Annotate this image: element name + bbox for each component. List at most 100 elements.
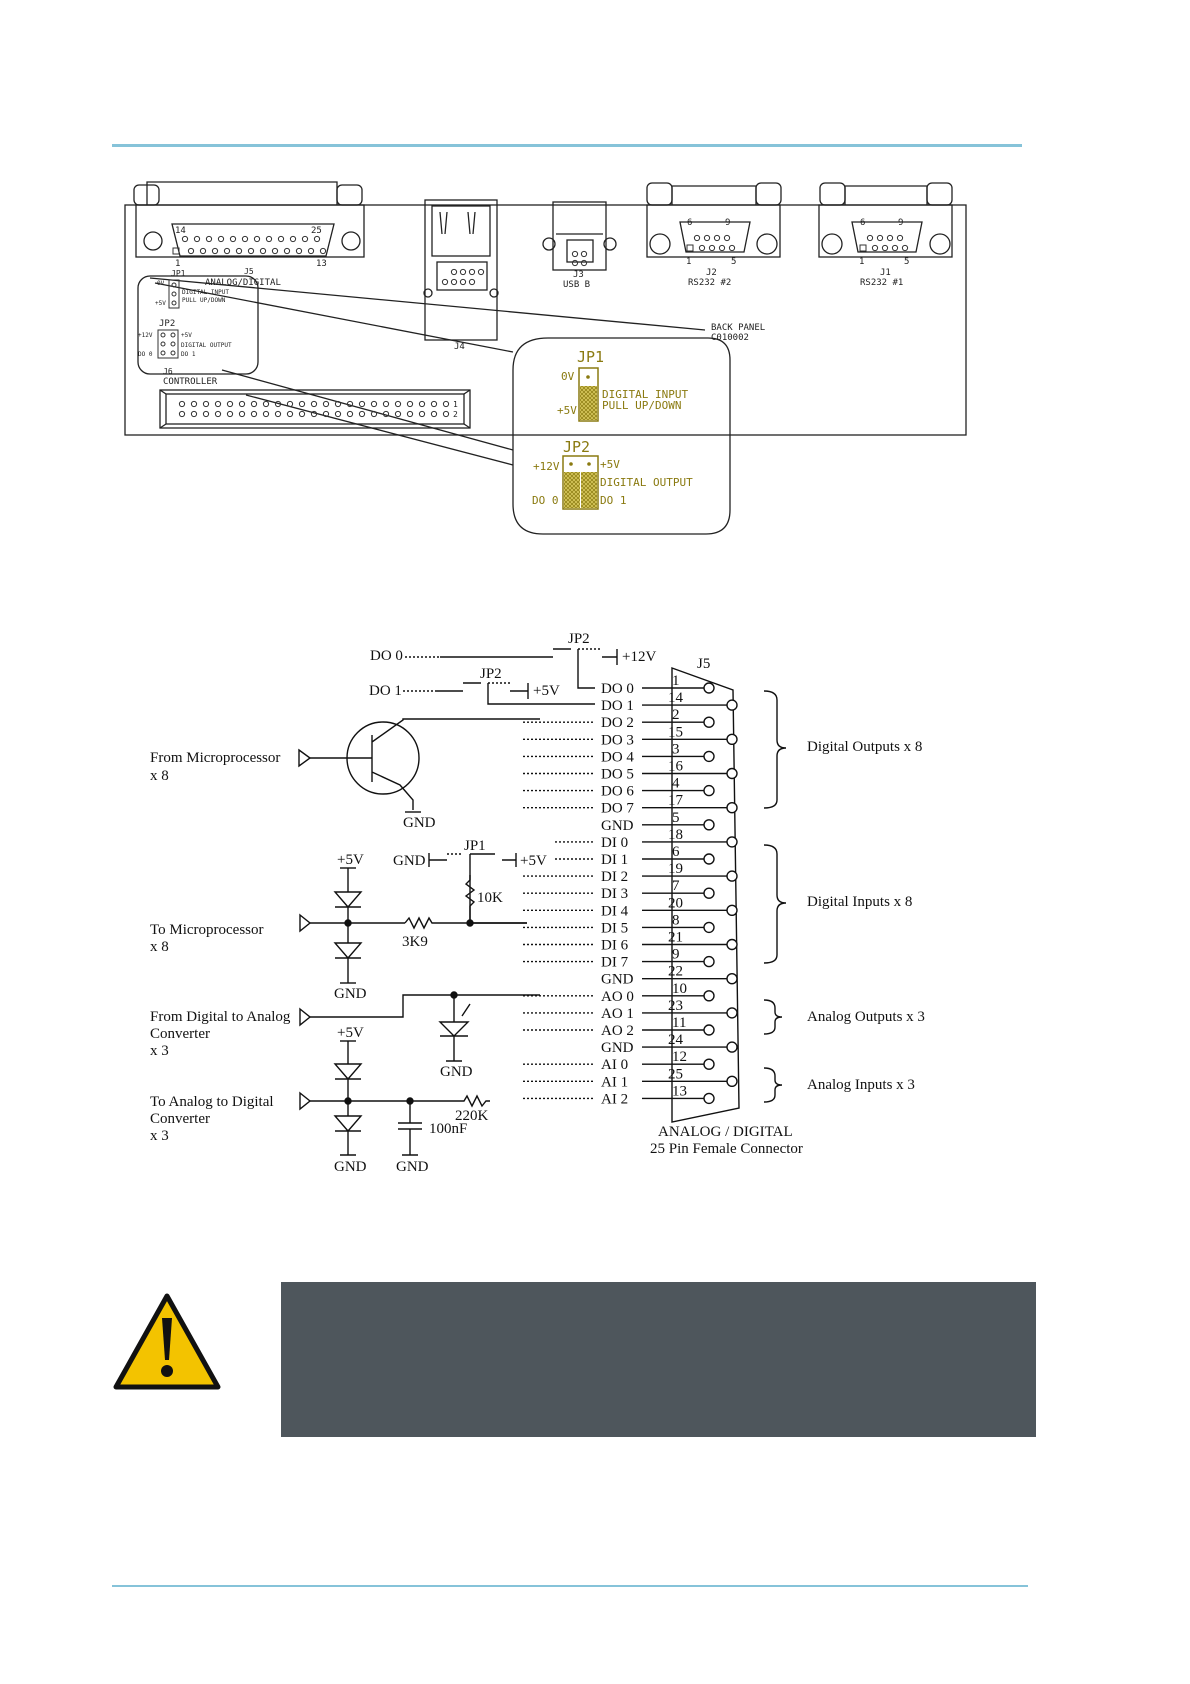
zoom-do1-label: DO 1 [600, 494, 627, 507]
plus5v-jp2-label: +5V [533, 683, 560, 699]
digital-outputs-label: Digital Outputs x 8 [807, 739, 922, 755]
signal-label: AI 1 [601, 1074, 628, 1090]
pin-terminal [703, 1058, 715, 1070]
pin-terminal [703, 784, 715, 797]
pin-number: 6 [672, 844, 680, 860]
zoom-5v-jp2-label: +5V [600, 458, 620, 471]
signal-label: AI 2 [601, 1091, 628, 1107]
j1-pin-5: 5 [904, 257, 909, 267]
pin-terminal [726, 733, 738, 745]
j5-pin-14-label: 14 [175, 226, 186, 236]
plus12v-label: +12V [622, 649, 656, 665]
rs232-1-label: RS232 #1 [860, 278, 903, 288]
gnd-transistor-label: GND [403, 815, 436, 831]
signal-label: DO 5 [601, 767, 634, 783]
header-rule [112, 144, 1022, 147]
zoom-5v-label: +5V [557, 404, 577, 417]
j2-label: J2 [706, 268, 717, 278]
j5-pin-25-label: 25 [311, 226, 322, 236]
pin-number: 13 [672, 1083, 687, 1099]
jp1-0v-small: 0V [157, 280, 165, 287]
jp2-top-label: JP2 [568, 631, 590, 647]
signal-label: DI 7 [601, 955, 629, 971]
pin-terminal [703, 1092, 715, 1105]
signal-label: DI 4 [601, 903, 629, 919]
j2-pin-9: 9 [725, 218, 730, 228]
pin-number: 11 [672, 1015, 686, 1031]
connector-label-1: ANALOG / DIGITAL [658, 1124, 793, 1140]
signal-label: GND [601, 818, 634, 834]
usb-b-label: USB B [563, 280, 590, 290]
pin-number: 22 [668, 964, 683, 980]
pin-terminal [726, 767, 738, 780]
signal-label: DI 3 [601, 886, 628, 902]
do0-small: DO 0 [138, 351, 153, 358]
zoom-0v-label: 0V [561, 370, 575, 383]
j2-pin-1: 1 [686, 257, 691, 267]
r10k-label: 10K [477, 890, 503, 906]
signal-label: AO 2 [601, 1023, 634, 1039]
pin-number: 18 [668, 827, 683, 843]
pin-number: 4 [672, 776, 680, 792]
pin-terminal [726, 904, 738, 916]
pin-number: 25 [668, 1066, 683, 1082]
jp2-12v-small: +12V [138, 332, 153, 339]
signal-label: DO 3 [601, 732, 634, 748]
pin-terminal [726, 1007, 738, 1019]
j1-pin-1: 1 [859, 257, 864, 267]
signal-label: AI 0 [601, 1057, 628, 1073]
signal-label: DO 1 [601, 698, 634, 714]
pin-terminal [703, 853, 715, 865]
pin-number: 8 [672, 912, 680, 928]
j1-pin-9: 9 [898, 218, 903, 228]
pin-number: 2 [672, 707, 680, 723]
r3k9-label: 3K9 [402, 934, 428, 950]
footer-rule [112, 1585, 1028, 1587]
to-adc-label-1: To Analog to Digital [150, 1094, 274, 1110]
j5-pin-1-label: 1 [175, 259, 180, 269]
pin-terminal [726, 836, 738, 848]
pin-number: 16 [668, 759, 684, 775]
pin-terminal [726, 870, 738, 882]
pull-small: PULL UP/DOWN [182, 297, 226, 304]
do1-input-label: DO 1 [369, 683, 402, 699]
pin-terminal [726, 699, 738, 711]
signal-label: DI 5 [601, 920, 628, 936]
to-micro-x8-label: x 8 [150, 939, 169, 955]
pin-terminal [726, 1041, 738, 1053]
gnd-jp1-label: GND [393, 853, 426, 869]
zoom-pull-label: PULL UP/DOWN [602, 399, 681, 412]
from-dac-label-2: Converter [150, 1026, 210, 1042]
back-panel-drawing: 14 25 1 13 JP1 J5 ANALOG/DIGITAL 0V +5V … [124, 181, 967, 535]
jumper-zoom: JP1 0V +5V DIGITAL INPUT PULL UP/DOWN JP… [532, 348, 693, 510]
signal-label: AO 0 [601, 989, 634, 1005]
from-microprocessor-label: From Microprocessor [150, 750, 280, 766]
gnd-adc-cap-label: GND [396, 1159, 429, 1175]
j3-label: J3 [573, 270, 584, 280]
controller-label: CONTROLLER [163, 377, 218, 387]
pin-number: 20 [668, 895, 683, 911]
pin-terminal [703, 750, 715, 763]
j1-pin-6: 6 [860, 218, 865, 228]
do0-input-label: DO 0 [370, 648, 403, 664]
zoom-digital-output-label: DIGITAL OUTPUT [600, 476, 693, 489]
pin-terminal [726, 973, 738, 985]
pin-number: 9 [672, 947, 680, 963]
zoom-jp2-label: JP2 [563, 438, 590, 456]
pin-number: 24 [668, 1032, 684, 1048]
j2-pin-6: 6 [687, 218, 692, 228]
pin-terminal [703, 716, 715, 728]
jp1-5v-small: +5V [155, 300, 166, 307]
signal-label: DO 2 [601, 715, 634, 731]
connector-label-2: 25 Pin Female Connector [650, 1141, 803, 1157]
jp1-small-label: JP1 [171, 269, 186, 278]
jp1-label: JP1 [464, 838, 486, 854]
gnd-di-diode-label: GND [334, 986, 367, 1002]
pin-terminal [703, 921, 715, 934]
to-adc-x3-label: x 3 [150, 1128, 169, 1144]
j1-label: J1 [880, 268, 891, 278]
rs232-2-label: RS232 #2 [688, 278, 731, 288]
signal-label: DO 6 [601, 784, 634, 800]
pin-terminal [703, 1024, 715, 1036]
from-dac-x3-label: x 3 [150, 1043, 169, 1059]
